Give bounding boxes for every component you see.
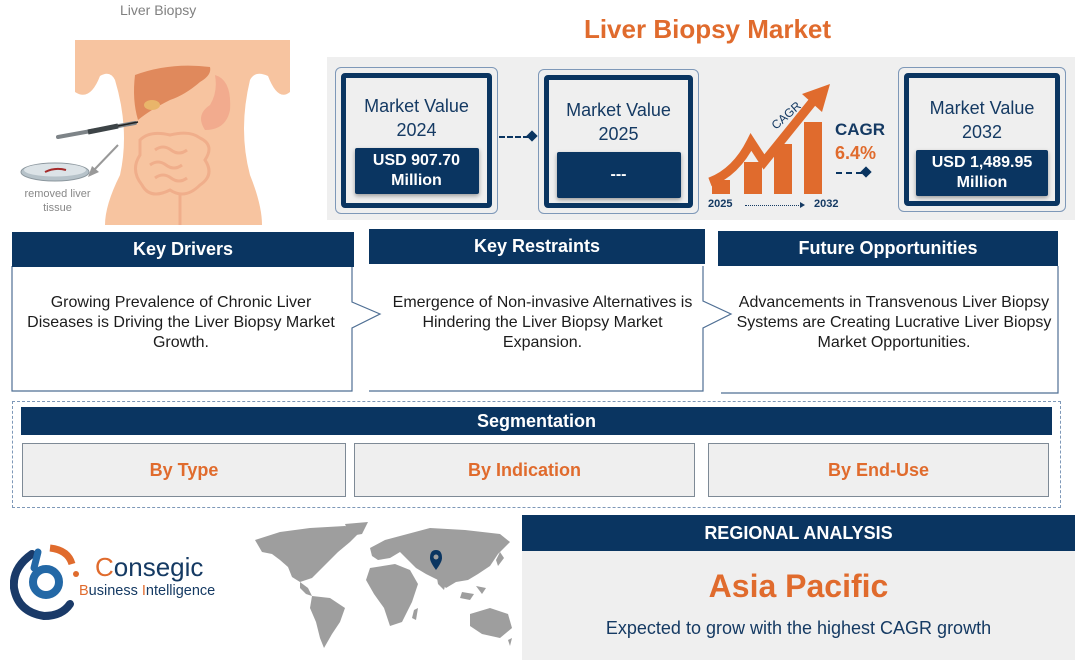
key-boxes-outline	[11, 266, 1059, 394]
regional-analysis-body	[522, 551, 1075, 660]
market-value-amount: ---	[556, 152, 681, 198]
segmentation-header: Segmentation	[21, 407, 1052, 435]
market-value-amount: USD 1,489.95 Million	[916, 150, 1048, 196]
connector-line	[499, 136, 529, 138]
tissue-label: removed liver tissue	[24, 188, 91, 214]
future-opportunities-header: Future Opportunities	[718, 231, 1058, 266]
segment-by-indication[interactable]: By Indication	[354, 443, 695, 497]
logo-name: Consegic	[95, 552, 204, 582]
illustration-title: Liver Biopsy	[120, 2, 197, 18]
regional-description: Expected to grow with the highest CAGR g…	[605, 618, 992, 638]
market-value-2032-card: Market Value 2032 USD 1,489.95 Million	[898, 67, 1066, 212]
cagr-growth-chart-icon: CAGR	[708, 84, 830, 194]
page-title: Liver Biopsy Market	[583, 14, 832, 44]
key-drivers-text: Growing Prevalence of Chronic Liver Dise…	[27, 294, 335, 351]
future-opportunities-text: Advancements in Transvenous Liver Biopsy…	[736, 294, 1052, 351]
consegic-logo-icon	[10, 544, 79, 620]
market-value-amount: USD 907.70 Million	[354, 148, 479, 194]
market-value-label: Market Value	[364, 96, 469, 116]
world-map	[255, 522, 512, 648]
market-value-year: 2025	[598, 124, 639, 144]
market-value-2024-card: Market Value 2024 USD 907.70 Million	[335, 67, 498, 214]
market-value-year: 2032	[961, 122, 1003, 142]
key-drivers-header: Key Drivers	[12, 232, 354, 267]
cagr-title: CAGR	[835, 120, 886, 139]
connector-line	[836, 172, 862, 174]
cagr-end-year: 2032	[814, 198, 839, 210]
cagr-value: 6.4%	[835, 143, 877, 163]
market-value-label: Market Value	[929, 98, 1035, 118]
cagr-start-year: 2025	[708, 198, 733, 210]
year-arrow-line	[745, 205, 801, 206]
market-value-label: Market Value	[566, 100, 671, 120]
regional-leading-region: Asia Pacific	[708, 568, 889, 604]
key-restraints-header: Key Restraints	[369, 229, 705, 264]
segment-by-end-use[interactable]: By End-Use	[708, 443, 1049, 497]
market-value-year: 2024	[396, 120, 437, 140]
regional-analysis-header: REGIONAL ANALYSIS	[522, 515, 1075, 551]
key-restraints-text: Emergence of Non-invasive Alternatives i…	[392, 294, 693, 351]
location-pin-icon	[430, 550, 442, 570]
market-value-2025-card: Market Value 2025 ---	[538, 69, 699, 214]
logo-tagline: Business Intelligence	[79, 583, 216, 599]
segmentation-section	[12, 401, 1061, 508]
year-arrow-icon	[800, 202, 805, 208]
segment-by-type[interactable]: By Type	[22, 443, 346, 497]
liver-biopsy-illustration	[20, 40, 290, 225]
